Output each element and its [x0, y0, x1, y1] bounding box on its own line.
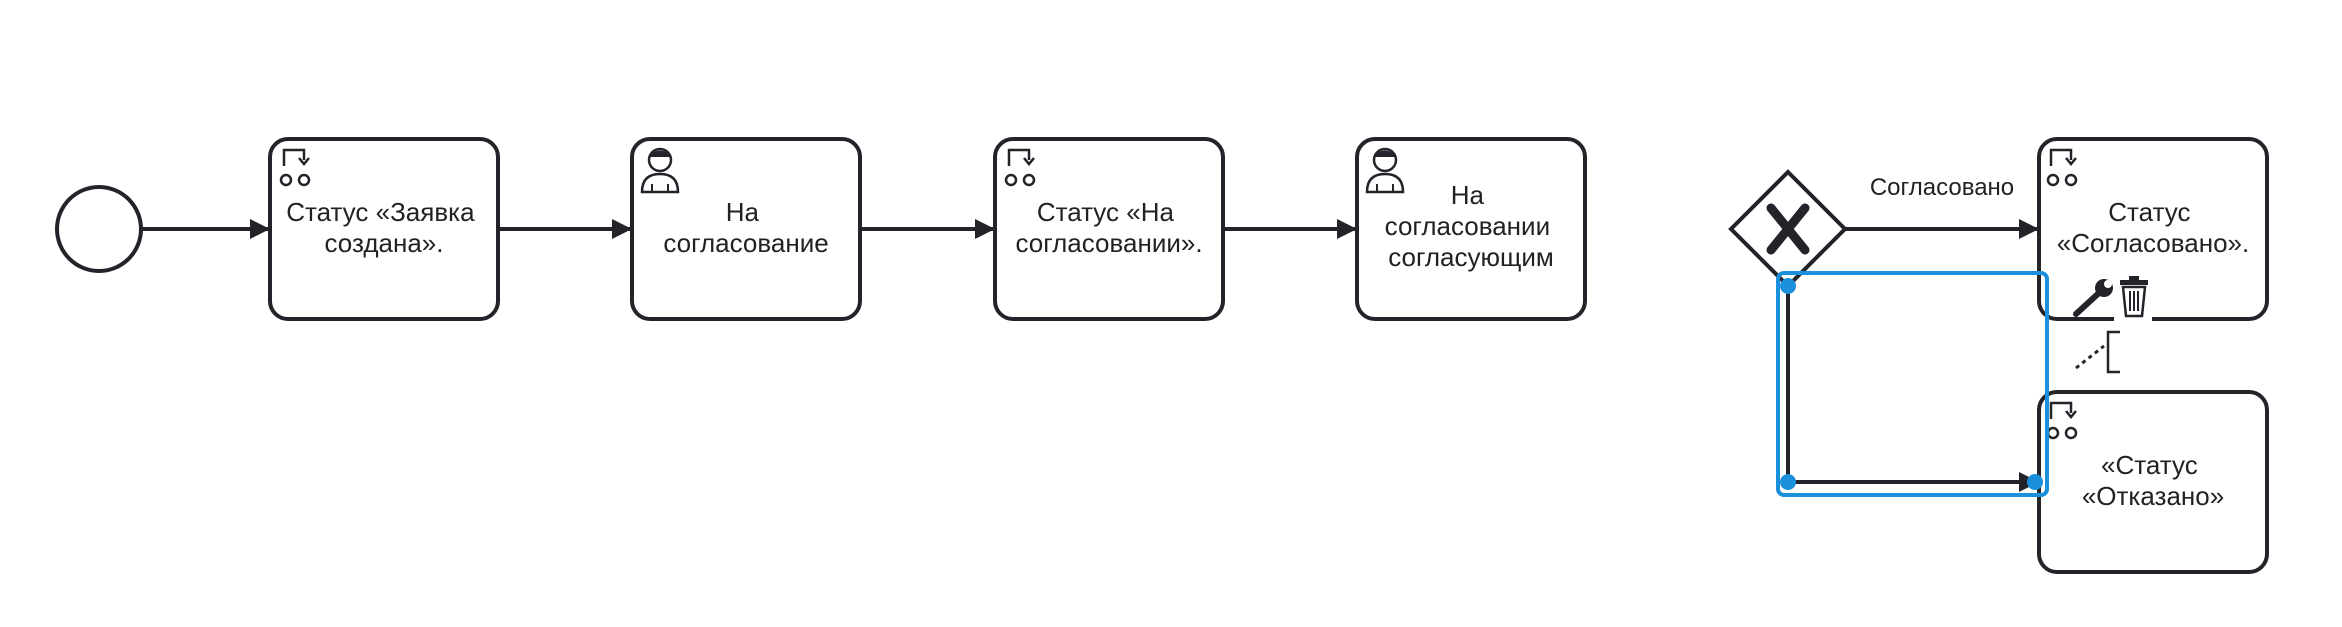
service-icon	[279, 148, 311, 187]
task-label-line: согласовании».	[1015, 228, 1202, 258]
task-label-line: создана».	[325, 228, 444, 258]
task-label-line: согласующим	[1388, 242, 1554, 272]
text-annotation-icon[interactable]	[2106, 330, 2120, 374]
flow-label-approved: Согласовано	[1870, 174, 2014, 201]
svg-text:«Статус «Отказано»: «Статус «Отказано»	[2082, 450, 2224, 511]
svg-text:На согласовании со: На согласовании согласующим	[1385, 180, 1558, 272]
task-status-created[interactable]: Статус «Заявка создана».	[268, 137, 500, 321]
task-label-line: согласовании	[1385, 211, 1550, 241]
trash-icon[interactable]	[2120, 276, 2148, 318]
task-to-approval[interactable]: На согласование	[630, 137, 862, 321]
bendpoint-handle[interactable]	[2027, 474, 2043, 490]
svg-text:Статус «На согласовании»: Статус «На согласовании».	[1015, 197, 1202, 258]
task-label-line: «Отказано»	[2082, 481, 2224, 511]
selected-sequence-flow[interactable]	[1776, 271, 2049, 497]
task-status-rejected[interactable]: «Статус «Отказано»	[2037, 390, 2269, 574]
task-label-line: согласование	[663, 228, 828, 258]
task-approver-approval[interactable]: На согласовании согласующим	[1355, 137, 1587, 321]
user-icon	[1365, 147, 1405, 194]
task-label-line: На	[1451, 180, 1485, 210]
task-status-approved[interactable]: Статус «Согласовано».	[2037, 137, 2269, 321]
bendpoint-handle[interactable]	[1780, 278, 1796, 294]
task-label-line: Статус «На	[1037, 197, 1175, 227]
context-pad	[2073, 274, 2152, 374]
svg-text:Статус «Заявка создана».: Статус «Заявка создана».	[286, 197, 482, 258]
task-label-line: Статус	[2108, 197, 2190, 227]
start-event[interactable]	[55, 185, 143, 273]
svg-text:Статус «Согласовано».: Статус «Согласовано».	[2057, 197, 2249, 258]
task-label-line: «Согласовано».	[2057, 228, 2249, 258]
bendpoint-handle[interactable]	[1780, 474, 1796, 490]
exclusive-gateway-icon	[1766, 203, 1810, 255]
service-icon	[2046, 148, 2078, 187]
wrench-icon[interactable]	[2073, 279, 2113, 317]
task-label-line: На	[726, 197, 760, 227]
association-icon[interactable]	[2075, 344, 2105, 370]
task-label-line: Статус «Заявка	[286, 197, 475, 227]
service-icon	[1004, 148, 1036, 187]
task-label-line: «Статус	[2101, 450, 2198, 480]
exclusive-gateway[interactable]	[1728, 169, 1848, 289]
user-icon	[640, 147, 680, 194]
selection-outline	[1776, 271, 2049, 497]
task-status-in-approval[interactable]: Статус «На согласовании».	[993, 137, 1225, 321]
svg-text:На согласование: На согласование	[663, 197, 828, 258]
